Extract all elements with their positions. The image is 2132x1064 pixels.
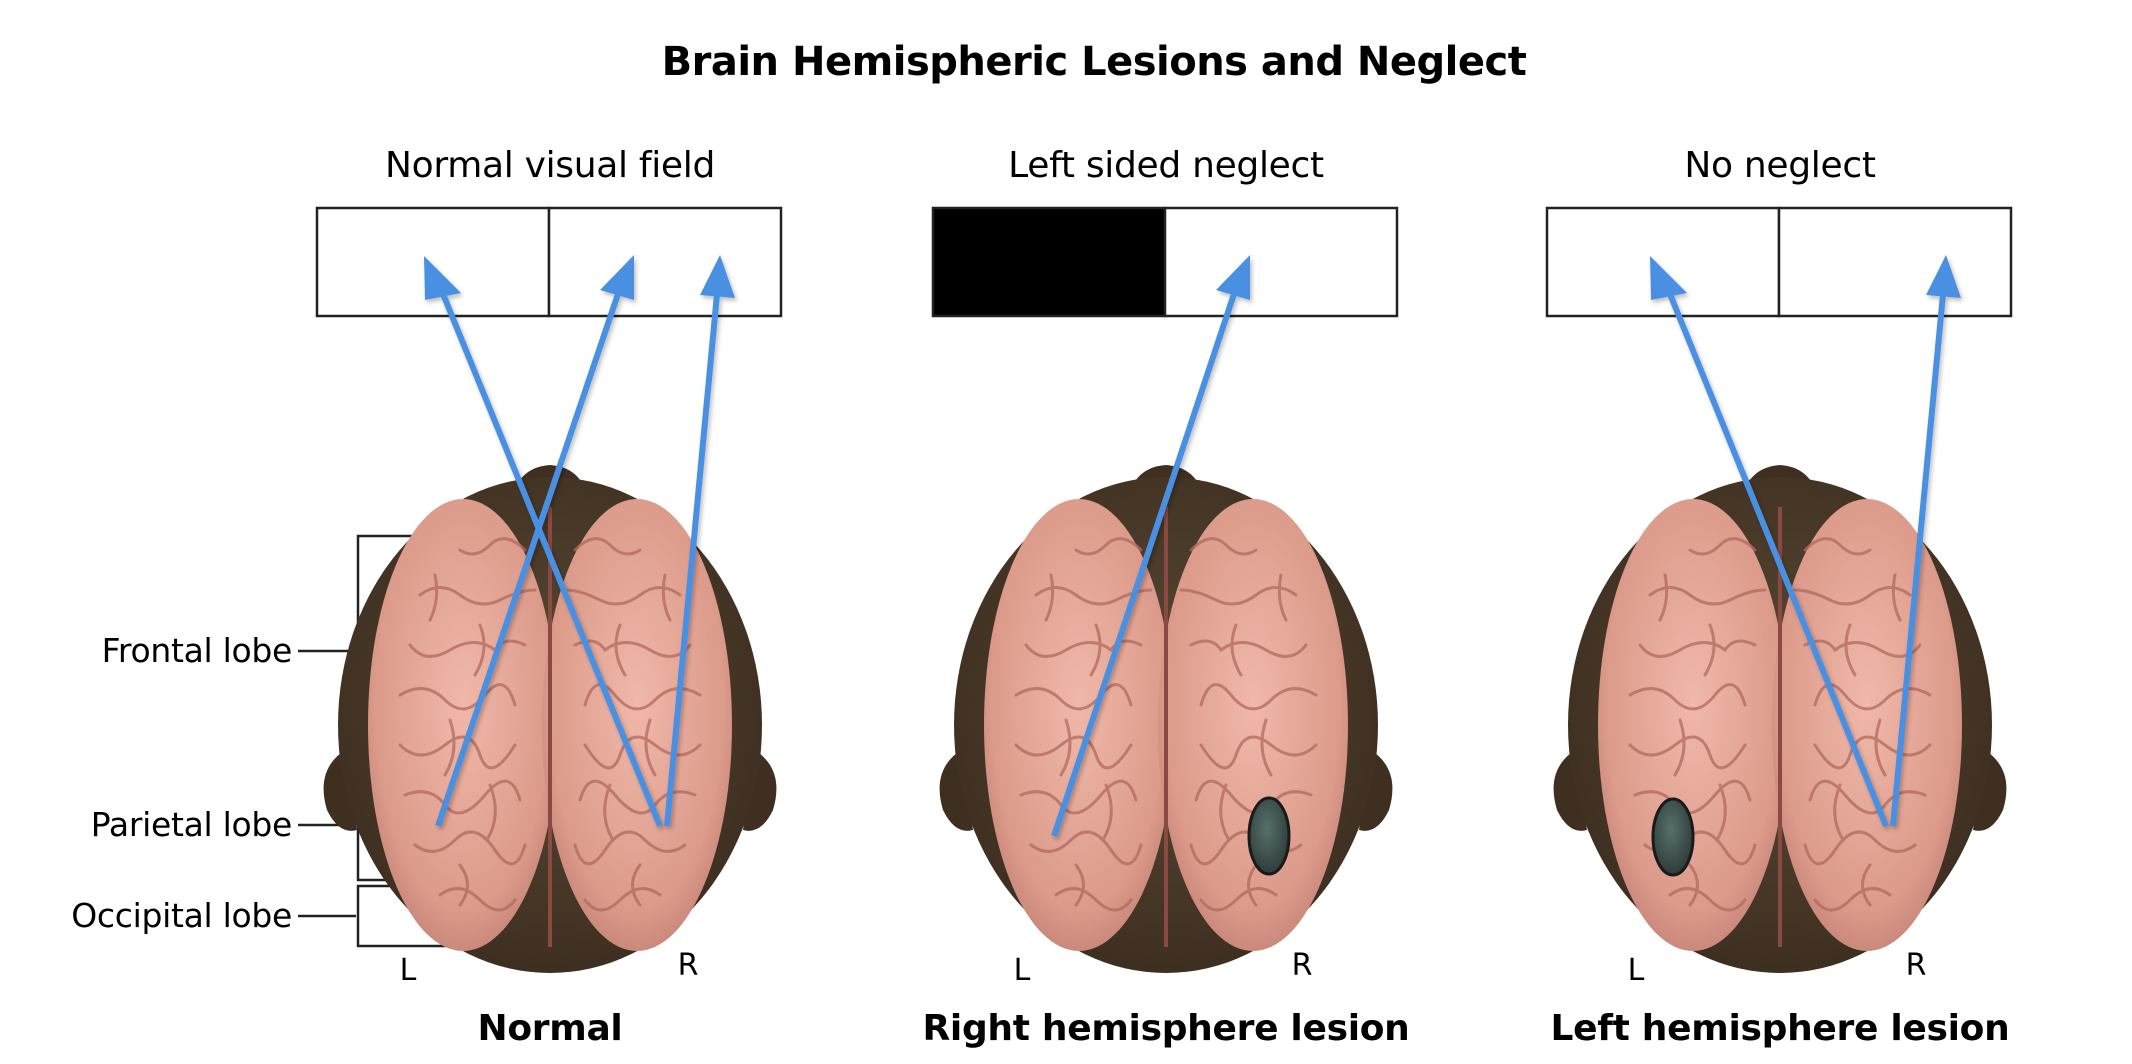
- left-visual-field: [315, 206, 551, 318]
- arrow-right-field-b: [664, 255, 735, 827]
- visual-field-normal: [315, 206, 783, 318]
- left-visual-field: [1545, 206, 1781, 318]
- caption-left-lesion: Left hemisphere lesion: [1551, 1008, 2010, 1049]
- ear-right: [1973, 750, 2007, 831]
- arrows-normal: [424, 255, 735, 828]
- right-side-label-left-lesion: R: [1906, 948, 1927, 983]
- right-visual-field: [1777, 206, 2013, 318]
- ear-left: [1553, 750, 1587, 831]
- panel-normal: Normal visual field L R Normal: [315, 145, 783, 1049]
- arrows-left-lesion: [1650, 255, 1961, 828]
- brain-left-hemisphere: [368, 499, 558, 951]
- caption-normal: Normal: [478, 1008, 623, 1049]
- brain-right-hemisphere: [1772, 499, 1962, 951]
- arrow-right-field: [1890, 255, 1961, 827]
- lesion-left-parietal: [1651, 797, 1695, 877]
- ear-left: [939, 750, 973, 831]
- head-left-lesion: [1553, 465, 2007, 973]
- arrow-left-field: [1650, 256, 1889, 828]
- lesion-right-parietal: [1247, 796, 1291, 876]
- frontal-lobe-label: Frontal lobe: [102, 631, 292, 670]
- arrow-right-field-a: [435, 255, 634, 827]
- occipital-lobe-label: Occipital lobe: [71, 896, 292, 935]
- parietal-lobe-label: Parietal lobe: [91, 805, 292, 844]
- left-side-label-right-lesion: L: [1014, 953, 1031, 988]
- right-visual-field: [547, 206, 783, 318]
- arrows-right-lesion: [1051, 255, 1250, 837]
- field-title-right-lesion: Left sided neglect: [1008, 145, 1324, 186]
- diagram-title: Brain Hemispheric Lesions and Neglect: [662, 39, 1527, 85]
- field-title-normal: Normal visual field: [385, 145, 715, 186]
- right-side-label-right-lesion: R: [1292, 948, 1313, 983]
- left-side-label-normal: L: [400, 953, 417, 988]
- ear-left: [323, 750, 357, 831]
- visual-field-right-lesion: [931, 206, 1399, 318]
- arrow-left-field: [424, 256, 663, 828]
- field-title-left-lesion: No neglect: [1684, 145, 1875, 186]
- brain-right-hemisphere: [542, 499, 732, 951]
- visual-field-left-lesion: [1545, 206, 2013, 318]
- arrow-right-field: [1051, 255, 1250, 837]
- ear-right: [1359, 750, 1393, 831]
- brain-left-hemisphere: [1598, 499, 1788, 951]
- ear-right: [743, 750, 777, 831]
- left-side-label-left-lesion: L: [1628, 953, 1645, 988]
- panel-right-lesion: Left sided neglect L R Right hemisphere …: [922, 145, 1409, 1049]
- head-right-lesion: [939, 465, 1393, 973]
- caption-right-lesion: Right hemisphere lesion: [922, 1008, 1409, 1049]
- right-side-label-normal: R: [678, 948, 699, 983]
- panel-left-lesion: No neglect L R Left hemisphere lesion: [1545, 145, 2013, 1049]
- left-visual-field-blacked-out: [931, 206, 1167, 318]
- right-visual-field: [1163, 206, 1399, 318]
- brain-right-hemisphere: [1158, 499, 1348, 951]
- head-normal: [323, 465, 777, 973]
